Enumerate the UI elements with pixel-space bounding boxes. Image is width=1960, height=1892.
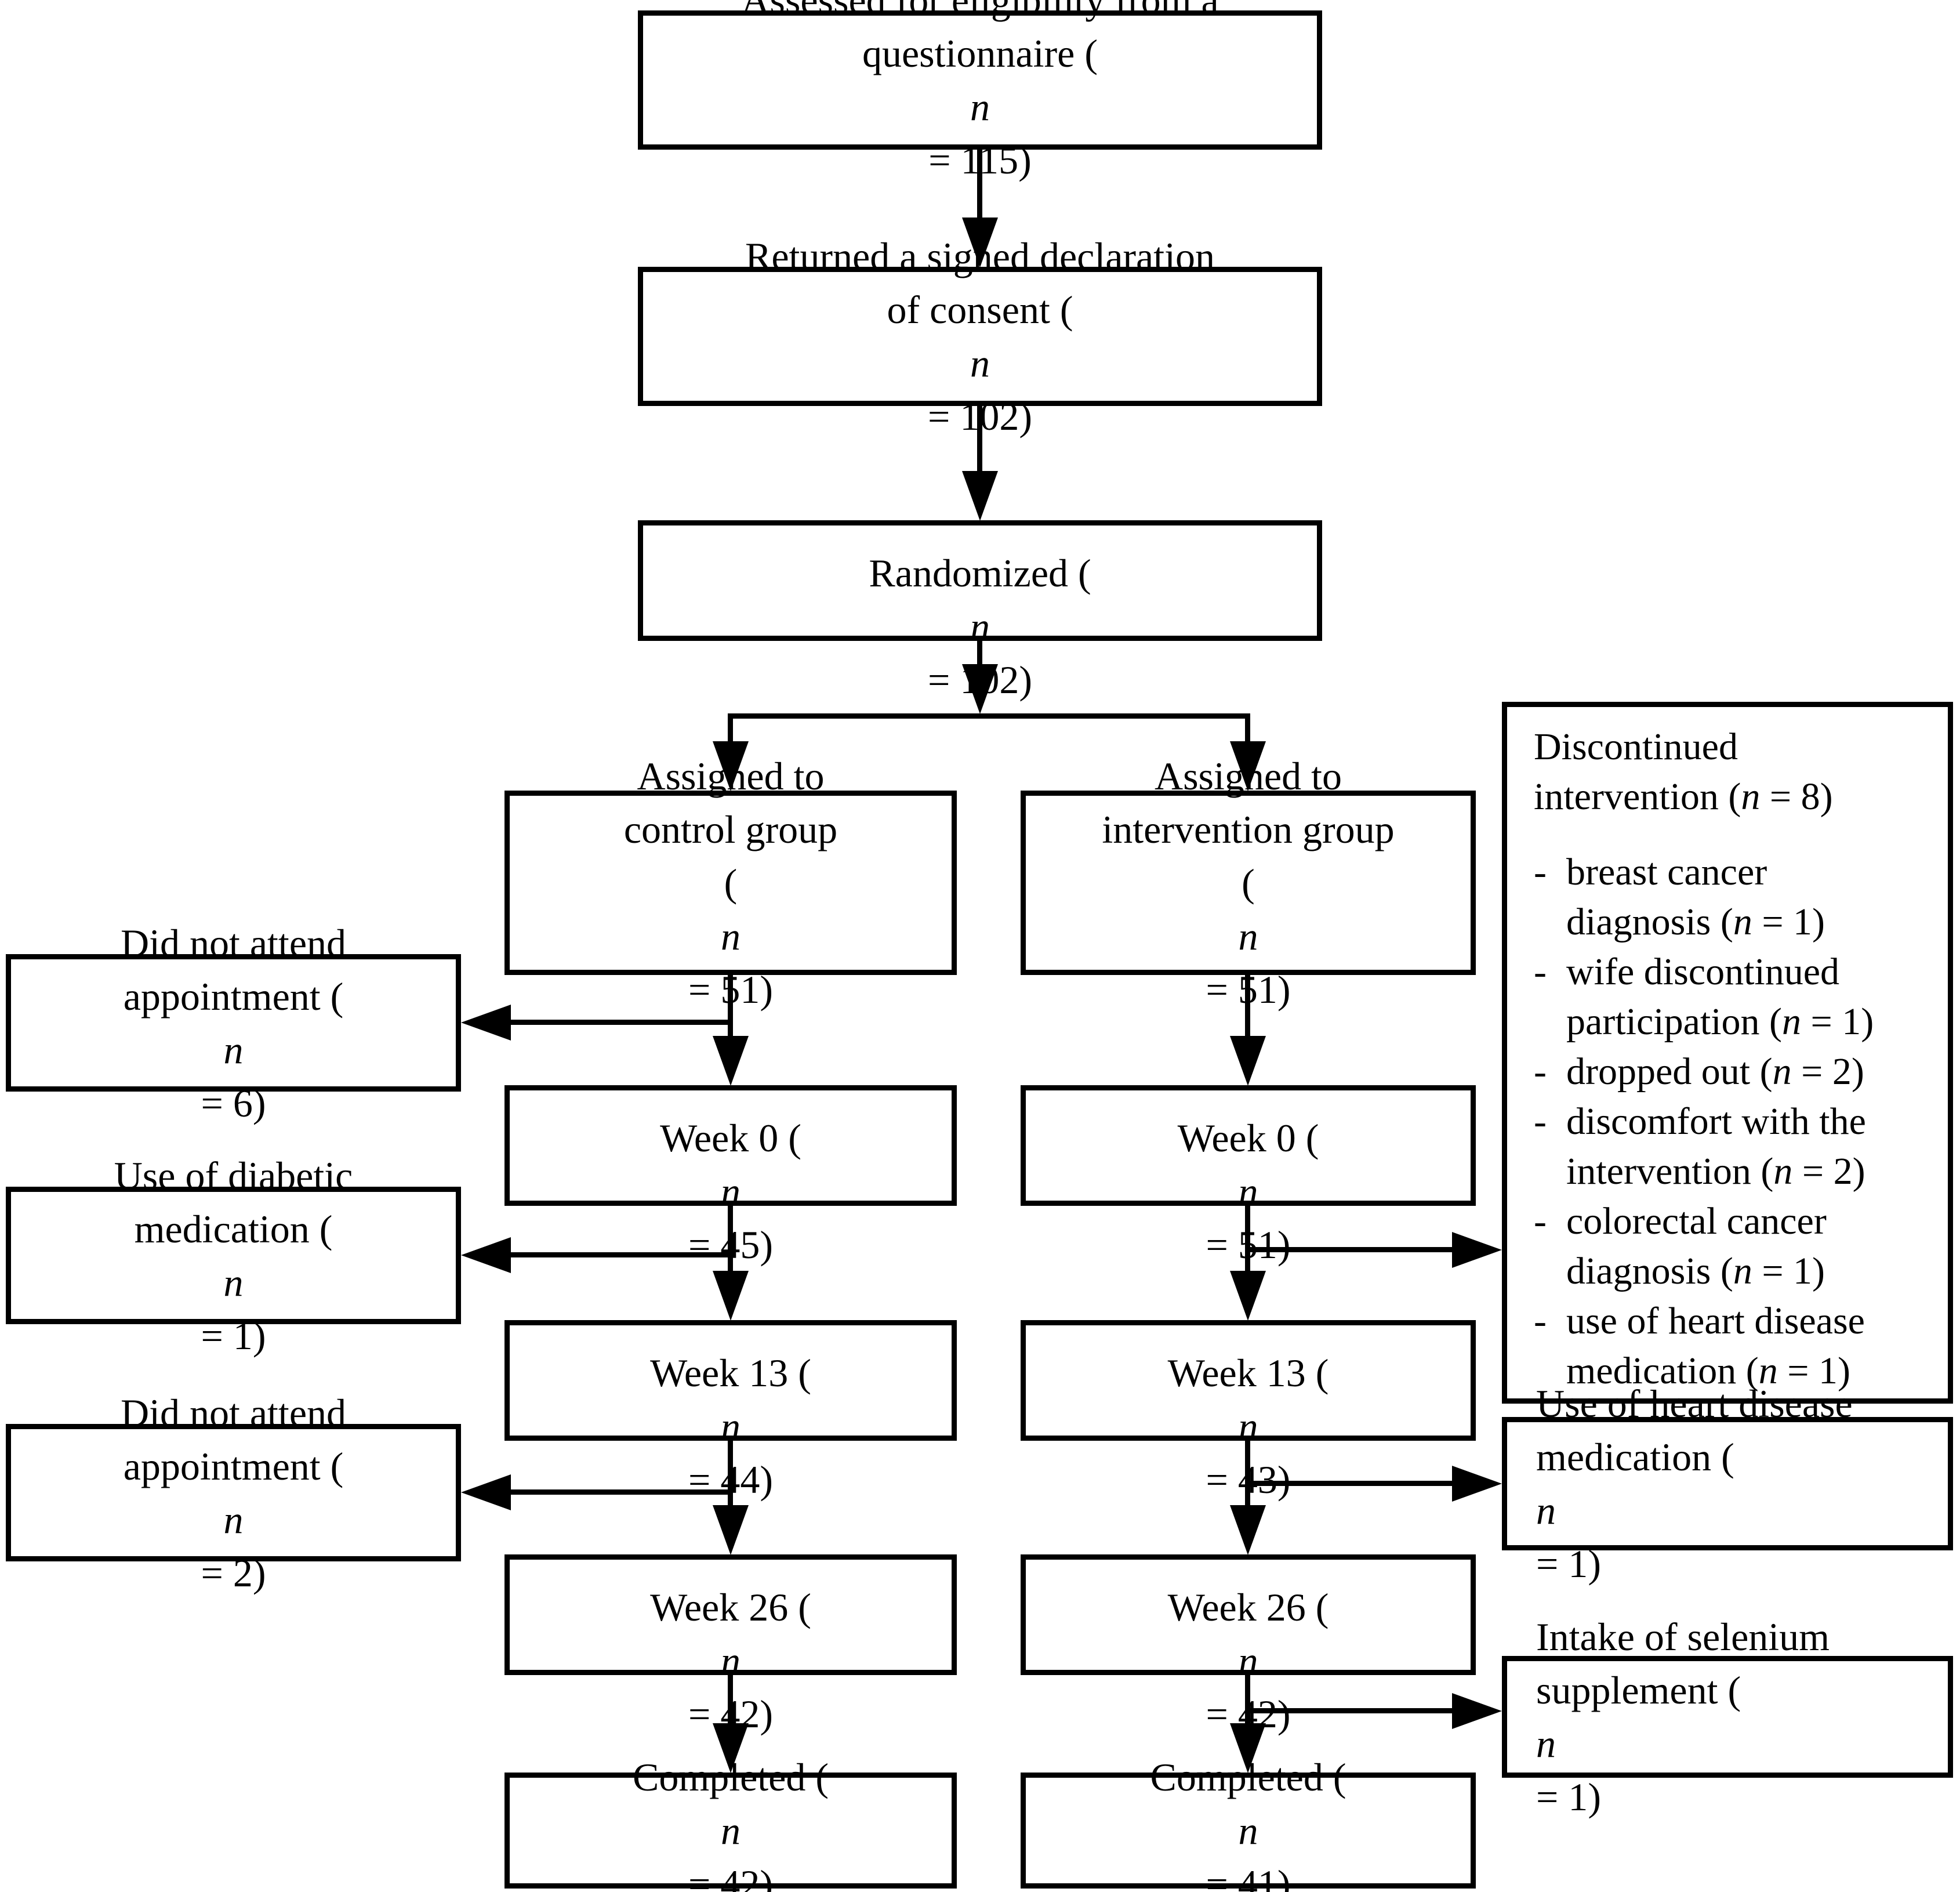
box-week13-intervention: Week 13 (n = 43)	[1021, 1320, 1476, 1502]
list-item-text: dropped out (n = 2)	[1566, 1050, 1864, 1093]
branch-control-exclusion2-line	[508, 1252, 733, 1257]
connector-intervention-week13-to-week26-line	[1245, 1438, 1250, 1506]
box-week0-intervention: Week 0 (n = 51)	[1021, 1085, 1476, 1267]
connector-control-assigned-to-week0-line	[728, 973, 733, 1037]
branch-control-exclusion1-line	[508, 1020, 733, 1025]
connector-assessed-to-consent-arrowhead	[962, 218, 998, 267]
box-assigned-control-group: Assigned to control group (n = 51)	[504, 754, 957, 1012]
list-item: - breast cancer diagnosis (n = 1)	[1534, 847, 1874, 947]
box-week0-control: Week 0 (n = 45)	[504, 1085, 957, 1267]
connector-consent-to-randomized-arrowhead	[962, 471, 998, 521]
connector-control-assigned-to-week0-arrowhead	[713, 1036, 749, 1086]
branch-control-exclusion3-line	[508, 1489, 733, 1495]
box-discontinued-intervention: Discontinued intervention (n = 8) - brea…	[1502, 702, 1953, 1404]
list-bullet: -	[1534, 951, 1547, 993]
connector-control-week26-to-completed-arrowhead	[713, 1723, 749, 1773]
connector-control-week13-to-week26-line	[728, 1438, 733, 1506]
connector-intervention-week13-to-week26-arrowhead	[1230, 1505, 1266, 1555]
box-exclusion-heart-medication: Use of heart disease medication (n = 1)	[1502, 1382, 1953, 1586]
list-item-text: colorectal cancer diagnosis (n = 1)	[1566, 1200, 1827, 1292]
box-week26-intervention: Week 26 (n = 42)	[1021, 1554, 1476, 1736]
branch-intervention-discontinued-arrowhead	[1452, 1232, 1502, 1268]
list-item-text: breast cancer diagnosis (n = 1)	[1566, 851, 1825, 943]
box-week13-control: Week 13 (n = 44)	[504, 1320, 957, 1502]
connector-control-week26-to-completed-line	[728, 1673, 733, 1724]
box-completed-control: Completed (n = 42)	[504, 1755, 957, 1892]
connector-split-to-control-line	[728, 716, 733, 742]
list-bullet: -	[1534, 851, 1547, 893]
connector-intervention-week26-to-completed-arrowhead	[1230, 1723, 1266, 1773]
connector-intervention-week0-to-week13-line	[1245, 1204, 1250, 1272]
connector-randomized-to-split-line	[977, 640, 982, 665]
list-item-text: wife discontinued participation (n = 1)	[1566, 951, 1874, 1043]
discontinued-header: Discontinued intervention (n = 8)	[1534, 726, 1833, 818]
connector-consent-to-randomized-line	[977, 405, 982, 472]
branch-control-exclusion1-arrowhead	[461, 1005, 511, 1041]
branch-intervention-heart-arrowhead	[1452, 1466, 1502, 1502]
connector-intervention-assigned-to-week0-line	[1245, 973, 1250, 1037]
list-item-text: use of heart disease medication (n = 1)	[1566, 1300, 1865, 1392]
connector-control-week0-to-week13-arrowhead	[713, 1271, 749, 1321]
branch-control-exclusion3-arrowhead	[461, 1474, 511, 1510]
list-bullet: -	[1534, 1100, 1547, 1143]
list-bullet: -	[1534, 1200, 1547, 1242]
list-item-text: discomfort with the intervention (n = 2)	[1566, 1100, 1866, 1193]
list-item: - dropped out (n = 2)	[1534, 1047, 1874, 1097]
connector-intervention-assigned-to-week0-arrowhead	[1230, 1036, 1266, 1086]
list-item: - discomfort with the intervention (n = …	[1534, 1097, 1874, 1197]
connector-randomized-to-split-arrowhead	[962, 664, 998, 714]
list-item: - colorectal cancer diagnosis (n = 1)	[1534, 1197, 1874, 1296]
list-item: - use of heart disease medication (n = 1…	[1534, 1296, 1874, 1396]
box-exclusion-did-not-attend-2: Did not attend appointment (n = 2)	[6, 1391, 461, 1595]
list-bullet: -	[1534, 1050, 1547, 1093]
box-assigned-intervention-group: Assigned to intervention group (n = 51)	[1021, 754, 1476, 1012]
connector-control-week0-to-week13-line	[728, 1204, 733, 1272]
box-week26-control: Week 26 (n = 42)	[504, 1554, 957, 1736]
connector-split-bar	[728, 713, 1250, 719]
box-randomized: Randomized (n = 102)	[638, 520, 1322, 702]
connector-split-to-intervention-line	[1245, 716, 1250, 742]
connector-assessed-to-consent-line	[977, 148, 982, 219]
branch-intervention-discontinued-line	[1248, 1247, 1456, 1252]
box-completed-intervention: Completed (n = 41)	[1021, 1755, 1476, 1892]
box-exclusion-diabetic-medication: Use of diabetic medication (n = 1)	[6, 1154, 461, 1358]
connector-control-week13-to-week26-arrowhead	[713, 1505, 749, 1555]
list-bullet: -	[1534, 1300, 1547, 1342]
discontinued-reason-list: - breast cancer diagnosis (n = 1) - wife…	[1534, 847, 1874, 1396]
connector-intervention-week26-to-completed-line	[1245, 1673, 1250, 1724]
branch-intervention-selenium-line	[1248, 1708, 1456, 1713]
branch-intervention-selenium-arrowhead	[1452, 1693, 1502, 1729]
connector-split-to-control-arrowhead	[713, 741, 749, 791]
box-assessed-eligibility: Assessed for eligibility from a question…	[638, 0, 1322, 182]
branch-control-exclusion2-arrowhead	[461, 1237, 511, 1273]
connector-split-to-intervention-arrowhead	[1230, 741, 1266, 791]
box-exclusion-did-not-attend-1: Did not attend appointment (n = 6)	[6, 921, 461, 1125]
box-consent-returned: Returned a signed declaration of consent…	[638, 234, 1322, 438]
list-item: - wife discontinued participation (n = 1…	[1534, 947, 1874, 1047]
branch-intervention-heart-line	[1248, 1481, 1456, 1486]
box-exclusion-selenium-supplement: Intake of selenium supplement (n = 1)	[1502, 1615, 1953, 1819]
connector-intervention-week0-to-week13-arrowhead	[1230, 1271, 1266, 1321]
